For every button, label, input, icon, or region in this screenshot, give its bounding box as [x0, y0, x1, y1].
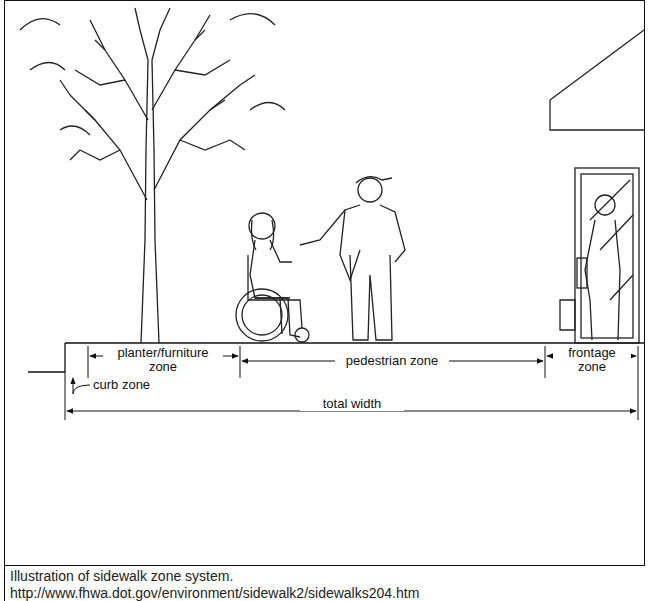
zone-label: curb zone	[93, 378, 173, 392]
zone-ticks	[65, 346, 638, 420]
source-url: http://www.fhwa.dot.gov/environment/side…	[10, 585, 640, 601]
caption-frame	[4, 566, 5, 601]
figure-caption: Illustration of sidewalk zone system.	[10, 568, 640, 584]
dimension-label: total width	[300, 397, 404, 411]
zone-label: frontage zone	[553, 346, 631, 374]
zone-label: planter/furniture zone	[103, 346, 223, 374]
tree-drawing	[20, 8, 285, 343]
standing-man	[300, 177, 405, 340]
wheelchair-user	[236, 213, 309, 342]
zone-label: pedestrian zone	[335, 354, 449, 368]
storefront-building	[550, 30, 644, 343]
picture-frame	[5, 1, 645, 566]
